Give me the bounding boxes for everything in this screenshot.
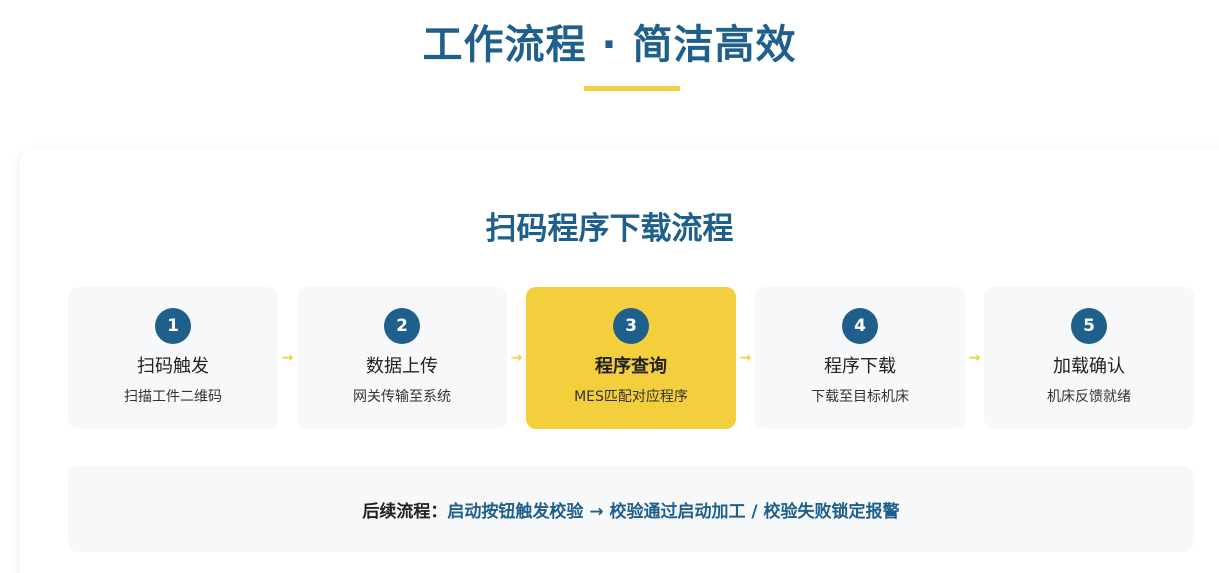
card-title: 扫码程序下载流程 [485,211,734,247]
step-program-download: 4 程序下载 下载至目标机床 [755,287,965,429]
step-program-query: 3 程序查询 MES匹配对应程序 [526,287,736,429]
step-name: 数据上传 [366,356,438,377]
step-name: 程序下载 [824,356,896,377]
arrow-right-icon: → [281,350,294,366]
arrow-right-icon: → [968,350,981,366]
follow-up-label: 后续流程： [362,501,448,522]
step-data-upload: 2 数据上传 网关传输至系统 [297,287,507,429]
step-number-badge: 5 [1071,308,1107,344]
page-title: 工作流程 · 简洁高效 [422,22,797,68]
step-name: 加载确认 [1053,356,1125,377]
step-name: 程序查询 [595,356,667,377]
step-number-badge: 4 [842,308,878,344]
arrow-right-icon: → [739,350,752,366]
step-number-badge: 1 [155,308,191,344]
step-load-confirm: 5 加载确认 机床反馈就绪 [984,287,1194,429]
title-underline [584,86,680,91]
steps-row: 1 扫码触发 扫描工件二维码 → 2 数据上传 网关传输至系统 → 3 程序查询… [68,287,1194,429]
step-number-badge: 3 [613,308,649,344]
step-desc: MES匹配对应程序 [574,389,688,405]
follow-up-box: 后续流程： 启动按钮触发校验 → 校验通过启动加工 / 校验失败锁定报警 [68,466,1194,552]
step-desc: 机床反馈就绪 [1047,389,1131,405]
step-number-badge: 2 [384,308,420,344]
step-desc: 下载至目标机床 [811,389,909,405]
step-desc: 网关传输至系统 [353,389,451,405]
step-desc: 扫描工件二维码 [124,389,222,405]
follow-up-text: 启动按钮触发校验 → 校验通过启动加工 / 校验失败锁定报警 [447,501,900,522]
step-name: 扫码触发 [137,356,209,377]
arrow-right-icon: → [510,350,523,366]
step-scan-trigger: 1 扫码触发 扫描工件二维码 [68,287,278,429]
